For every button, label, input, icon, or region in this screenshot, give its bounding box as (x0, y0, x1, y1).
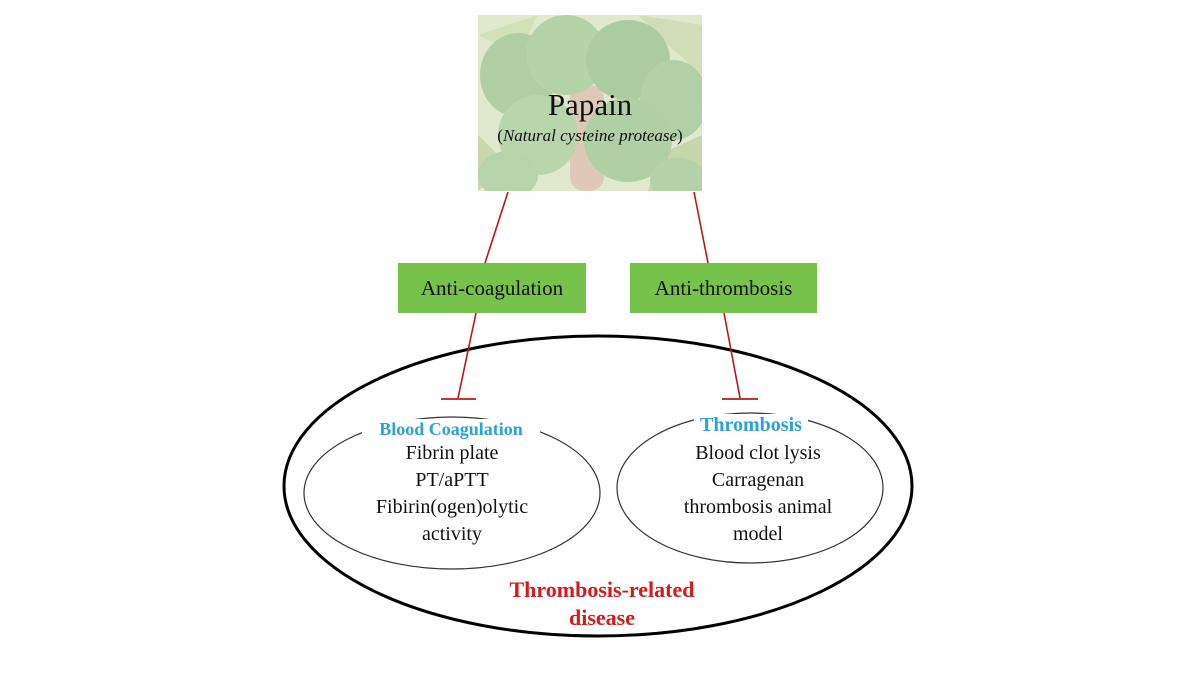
papaya-photo-panel: Papain (Natural cysteine protease) (478, 15, 702, 191)
left-upper-connector (484, 191, 509, 264)
thrombosis-list: Blood clot lysis Carragenan thrombosis a… (640, 440, 876, 548)
blood-coagulation-list: Fibrin plate PT/aPTT Fibirin(ogen)olytic… (330, 440, 574, 548)
photo-light-overlay (478, 15, 702, 191)
list-item: Carragenan (711, 469, 805, 491)
right-inhibitor-line (723, 312, 741, 399)
list-item: Fibrin plate (405, 442, 499, 464)
papain-title: Papain (547, 87, 633, 122)
left-inhibitor-line (457, 312, 477, 399)
anti-thrombosis-box: Anti-thrombosis (630, 263, 817, 313)
thrombosis-related-disease-label: Thrombosis-related disease (452, 576, 752, 632)
thrombosis-ellipse (616, 412, 884, 564)
disease-line-2: disease (569, 605, 635, 630)
papaya-fruit-illustration (478, 15, 702, 191)
list-item: activity (422, 523, 482, 545)
papain-subtitle: (Natural cysteine protease) (497, 126, 683, 145)
list-item: Fibirin(ogen)olytic (375, 496, 529, 518)
anti-coagulation-label: Anti-coagulation (420, 275, 564, 300)
outer-disease-ellipse (282, 334, 914, 638)
anti-coagulation-box: Anti-coagulation (398, 263, 586, 313)
list-item: PT/aPTT (415, 469, 489, 491)
blood-coagulation-heading: Blood Coagulation (362, 419, 540, 440)
right-upper-connector (693, 191, 709, 264)
thrombosis-heading: Thrombosis (694, 414, 808, 437)
anti-thrombosis-label: Anti-thrombosis (654, 275, 793, 300)
list-item: thrombosis animal (683, 496, 833, 518)
list-item: Blood clot lysis (695, 442, 821, 464)
list-item: model (733, 523, 783, 545)
blood-coagulation-ellipse (303, 416, 601, 570)
disease-line-1: Thrombosis-related (509, 577, 695, 602)
